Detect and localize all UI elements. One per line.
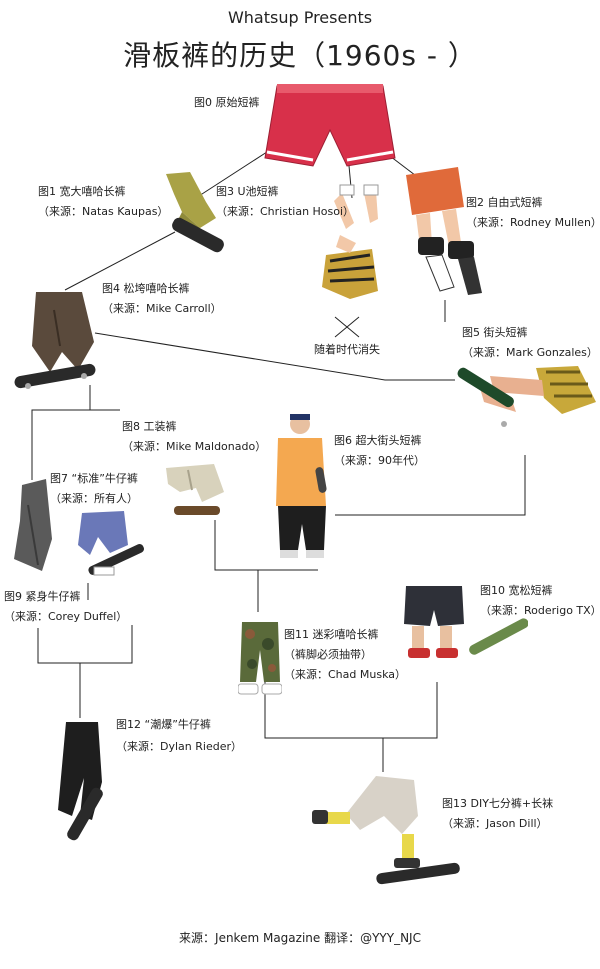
fig12-label: 图12 “潮爆”牛仔裤 (116, 718, 211, 731)
fig5-label: 图5 街头短裤 (462, 326, 528, 339)
fig3-source: （来源：Christian Hosoi） (216, 205, 355, 218)
fig6-source: （来源：90年代） (334, 454, 425, 467)
fig8-source: （来源：Mike Maldonado） (122, 440, 267, 453)
fig11-note: （裤脚必须抽带） (284, 648, 372, 661)
fig4-baggy-pants-image (14, 292, 96, 389)
fig11-label: 图11 迷彩嘻哈长裤 (284, 628, 379, 641)
fig0-label: 图0 原始短裤 (194, 96, 260, 109)
fig6-oversized-shorts-image (276, 414, 327, 558)
fig4-source: （来源：Mike Carroll） (102, 302, 222, 315)
fig3-label: 图3 U池短裤 (216, 185, 279, 198)
fig5-street-shorts-image (457, 366, 596, 427)
fig10-source: （来源：Roderigo TX） (480, 604, 600, 617)
fig10-label: 图10 宽松短裤 (480, 584, 553, 597)
fig2-shorts-image (406, 167, 482, 295)
fig8-label: 图8 工装裤 (122, 420, 177, 433)
fig13-source: （来源：Jason Dill） (442, 817, 548, 830)
fig12-source: （来源：Dylan Rieder） (116, 740, 242, 753)
extinct-note: 随着时代消失 (314, 343, 380, 356)
fig2-label: 图2 自由式短裤 (466, 196, 543, 209)
fig8-cargo-pants-image (166, 464, 224, 515)
fig1-source: （来源：Natas Kaupas） (38, 205, 169, 218)
fig0-shorts-image (264, 84, 396, 167)
fig11-camo-pants-image (238, 622, 282, 695)
fig7-standard-jeans-image (14, 479, 144, 576)
fig3-shorts-image (322, 184, 379, 299)
fig9-source: （来源：Corey Duffel） (4, 610, 128, 623)
fig6-label: 图6 超大街头短裤 (334, 434, 422, 447)
fig1-khaki-pants-image (166, 172, 224, 253)
footer-credit: 来源：Jenkem Magazine 翻译：@YYY_NJC (179, 931, 421, 945)
fig7-label: 图7 “标准”牛仔裤 (50, 472, 138, 485)
fig1-label: 图1 宽大嘻哈长裤 (38, 185, 126, 198)
fig13-diy-cropped-pants-image (312, 776, 460, 885)
fig11-source: （来源：Chad Muska） (284, 668, 406, 681)
fig2-source: （来源：Rodney Mullen） (466, 216, 600, 229)
fig10-loose-shorts-image (404, 586, 528, 658)
presenter-text: Whatsup Presents (227, 8, 373, 27)
fig5-source: （来源：Mark Gonzales） (462, 346, 598, 359)
fig12-jeans-image (58, 722, 103, 841)
page-title: 滑板裤的历史（1960s - ） (123, 39, 477, 72)
fig13-label: 图13 DIY七分裤+长袜 (442, 797, 554, 810)
fig9-label: 图9 紧身牛仔裤 (4, 590, 81, 603)
fig7-source: （来源：所有人） (50, 492, 138, 505)
fig4-label: 图4 松垮嘻哈长裤 (102, 282, 190, 295)
